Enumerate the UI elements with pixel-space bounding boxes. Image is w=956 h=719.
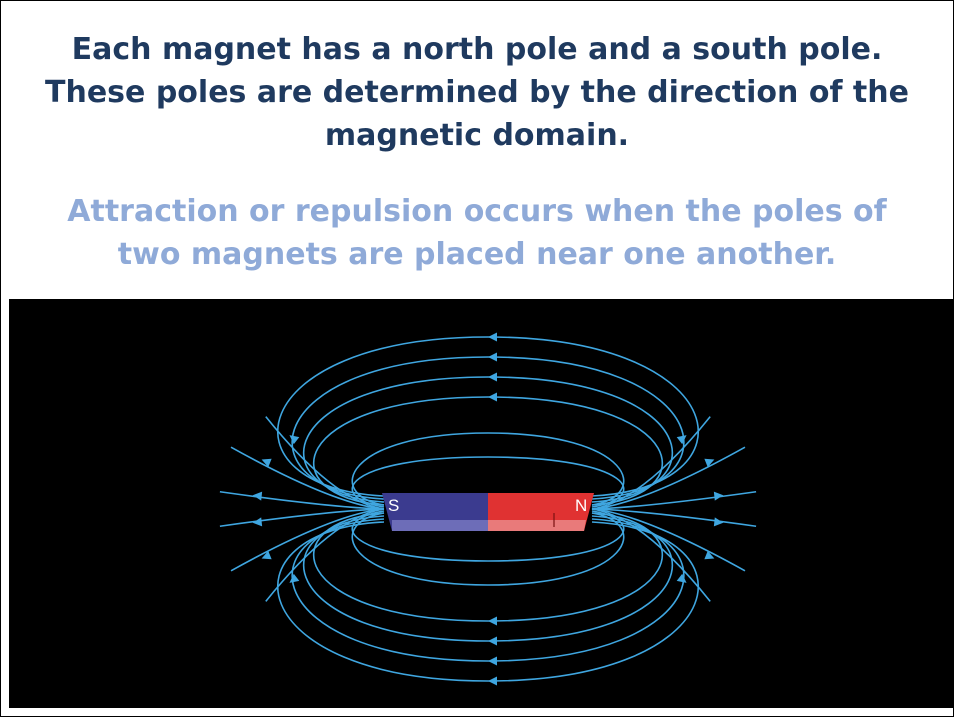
field-line — [265, 416, 385, 510]
field-line — [351, 510, 625, 562]
subtitle-line: two magnets are placed near one another. — [117, 237, 837, 272]
magnetic-field-figure: S N — [9, 299, 953, 708]
field-arrows — [252, 332, 724, 686]
field-line — [291, 356, 685, 500]
field-arrow-icon — [488, 676, 497, 686]
field-line — [591, 508, 746, 572]
field-line — [591, 508, 757, 528]
field-line — [230, 508, 385, 572]
field-line — [313, 396, 663, 506]
field-line — [276, 521, 700, 682]
north-pole-bottom — [488, 520, 586, 531]
field-line — [591, 490, 757, 510]
subtitle: Attraction or repulsion occurs when the … — [1, 190, 953, 276]
field-arrow-icon — [488, 372, 497, 382]
field-arrow-icon — [252, 491, 263, 501]
field-line — [219, 490, 385, 510]
heading-line: These poles are determined by the direct… — [45, 75, 909, 110]
field-line — [351, 456, 625, 508]
field-line — [276, 336, 700, 497]
field-line — [351, 432, 625, 506]
field-arrow-icon — [704, 458, 715, 468]
field-arrow-icon — [488, 392, 497, 402]
field-arrow-icon — [713, 491, 724, 501]
field-arrow-icon — [676, 435, 687, 445]
field-arrow-icon — [488, 656, 497, 666]
south-pole-label: S — [388, 496, 399, 515]
field-arrow-icon — [488, 636, 497, 646]
field-lines — [219, 336, 757, 682]
bar-magnet-icon: S N — [382, 493, 594, 531]
field-line — [351, 512, 625, 586]
field-arrow-icon — [713, 517, 724, 527]
field-line — [591, 446, 746, 510]
heading-line: Each magnet has a north pole and a south… — [71, 32, 883, 67]
field-arrow-icon — [488, 332, 497, 342]
field-arrow-icon — [261, 550, 272, 560]
field-arrow-icon — [289, 573, 300, 583]
field-line — [230, 446, 385, 510]
subtitle-line: Attraction or repulsion occurs when the … — [67, 194, 887, 229]
south-pole-bottom — [392, 520, 488, 531]
north-pole-label: N — [575, 496, 587, 515]
field-arrow-icon — [261, 458, 272, 468]
field-arrow-icon — [488, 616, 497, 626]
field-line — [302, 376, 674, 503]
field-line — [591, 416, 711, 510]
field-line — [302, 515, 674, 642]
magnetic-field-svg: S N — [219, 332, 757, 686]
field-line — [219, 508, 385, 528]
field-line — [291, 518, 685, 662]
field-line — [591, 508, 711, 602]
field-arrow-icon — [289, 435, 300, 445]
field-arrow-icon — [676, 573, 687, 583]
field-arrow-icon — [252, 517, 263, 527]
field-line — [265, 508, 385, 602]
heading: Each magnet has a north pole and a south… — [1, 28, 953, 157]
heading-line: magnetic domain. — [324, 118, 630, 153]
field-arrow-icon — [488, 352, 497, 362]
field-arrow-icon — [704, 550, 715, 560]
